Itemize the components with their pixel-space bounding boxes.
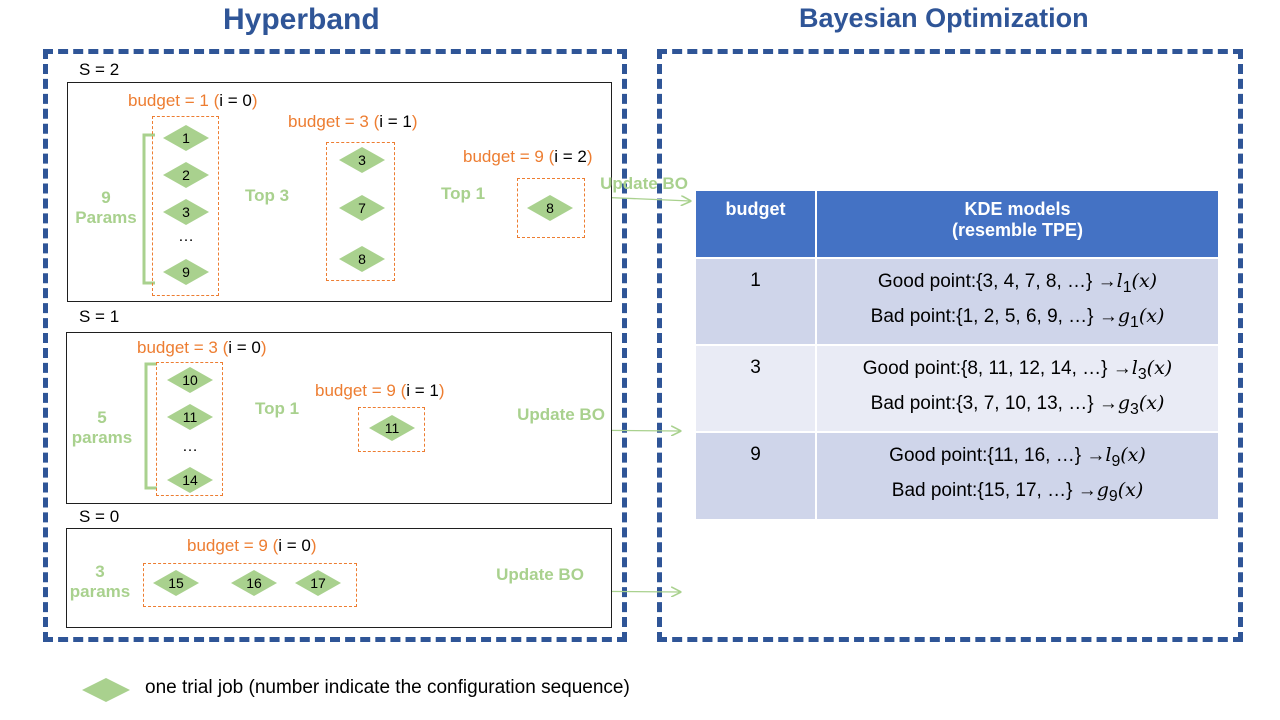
row-models: Good point:{8, 11, 12, 14, …} →l3(x) Bad… — [816, 344, 1218, 432]
hyperband-title: Hyperband — [223, 3, 380, 36]
trial-job: 1 — [163, 125, 209, 151]
bayesian-optimization-title: Bayesian Optimization — [799, 3, 1089, 33]
trial-job: 8 — [339, 246, 385, 272]
round-box-s0-r0 — [143, 563, 357, 607]
update-bo-label-s1: Update BO — [517, 405, 605, 424]
hyperband-frame — [43, 49, 627, 642]
trial-job: 11 — [167, 404, 213, 430]
kde-models-table: budget KDE models (resemble TPE) 1 Good … — [696, 191, 1218, 519]
header-budget: budget — [696, 191, 817, 258]
trial-job: 16 — [231, 570, 277, 596]
budget-label-s1-r0: budget = 3 (i = 0) — [137, 338, 267, 357]
round-box-s2-r0 — [152, 116, 219, 296]
bo-frame — [657, 49, 1243, 642]
update-bo-label-s2: Update BO — [600, 174, 688, 193]
header-kde-models: KDE models (resemble TPE) — [816, 191, 1218, 258]
table-row: 9 Good point:{11, 16, …} →l9(x) Bad poin… — [696, 431, 1218, 519]
bracket-box-s2 — [67, 82, 612, 302]
ellipsis: … — [178, 228, 194, 245]
table-header-row: budget KDE models (resemble TPE) — [696, 191, 1218, 258]
budget-label-s1-r1: budget = 9 (i = 1) — [315, 381, 445, 400]
round-box-s2-r2 — [517, 178, 585, 238]
budget-label-s2-r2: budget = 9 (i = 2) — [463, 147, 593, 166]
budget-label-s2-r0: budget = 1 (i = 0) — [128, 91, 258, 110]
brace-s1 — [144, 362, 157, 490]
row-budget: 9 — [696, 431, 817, 519]
legend-text: one trial job (number indicate the confi… — [145, 677, 630, 698]
brace-s2 — [142, 133, 155, 285]
table-row: 1 Good point:{3, 4, 7, 8, …} →l1(x) Bad … — [696, 257, 1218, 345]
budget-label-s2-r1: budget = 3 (i = 1) — [288, 112, 418, 131]
trial-job: 15 — [153, 570, 199, 596]
row-models: Good point:{11, 16, …} →l9(x) Bad point:… — [816, 431, 1218, 519]
trial-job: 7 — [339, 195, 385, 221]
ellipsis: … — [182, 438, 198, 455]
trial-job: 14 — [167, 467, 213, 493]
legend-diamond-icon — [82, 678, 130, 702]
round-box-s2-r1 — [326, 142, 395, 281]
row-budget: 1 — [696, 257, 817, 345]
trial-job: 10 — [167, 367, 213, 393]
trial-job: 11 — [369, 415, 415, 441]
trial-job: 8 — [527, 195, 573, 221]
round-box-s1-r0 — [156, 362, 223, 496]
trial-job: 17 — [295, 570, 341, 596]
table-row: 3 Good point:{8, 11, 12, 14, …} →l3(x) B… — [696, 344, 1218, 432]
bracket-box-s1 — [66, 332, 612, 504]
round-box-s1-r1 — [358, 407, 425, 452]
trial-job: 3 — [163, 199, 209, 225]
row-models: Good point:{3, 4, 7, 8, …} →l1(x) Bad po… — [816, 257, 1218, 345]
bracket-label-s0: S = 0 — [79, 507, 120, 526]
bracket-label-s2: S = 2 — [79, 60, 120, 79]
bracket-box-s0 — [66, 528, 612, 628]
arrow-label-top1-s2: Top 1 — [440, 184, 486, 203]
trial-job: 3 — [339, 147, 385, 173]
budget-label-s0-r0: budget = 9 (i = 0) — [187, 536, 317, 555]
bracket-label-s1: S = 1 — [79, 307, 120, 326]
arrow-label-top3-s2: Top 3 — [244, 186, 290, 205]
row-budget: 3 — [696, 344, 817, 432]
update-bo-label-s0: Update BO — [496, 565, 584, 584]
trial-job: 9 — [163, 259, 209, 285]
trial-job: 2 — [163, 162, 209, 188]
arrow-label-top1-s1: Top 1 — [254, 399, 300, 418]
